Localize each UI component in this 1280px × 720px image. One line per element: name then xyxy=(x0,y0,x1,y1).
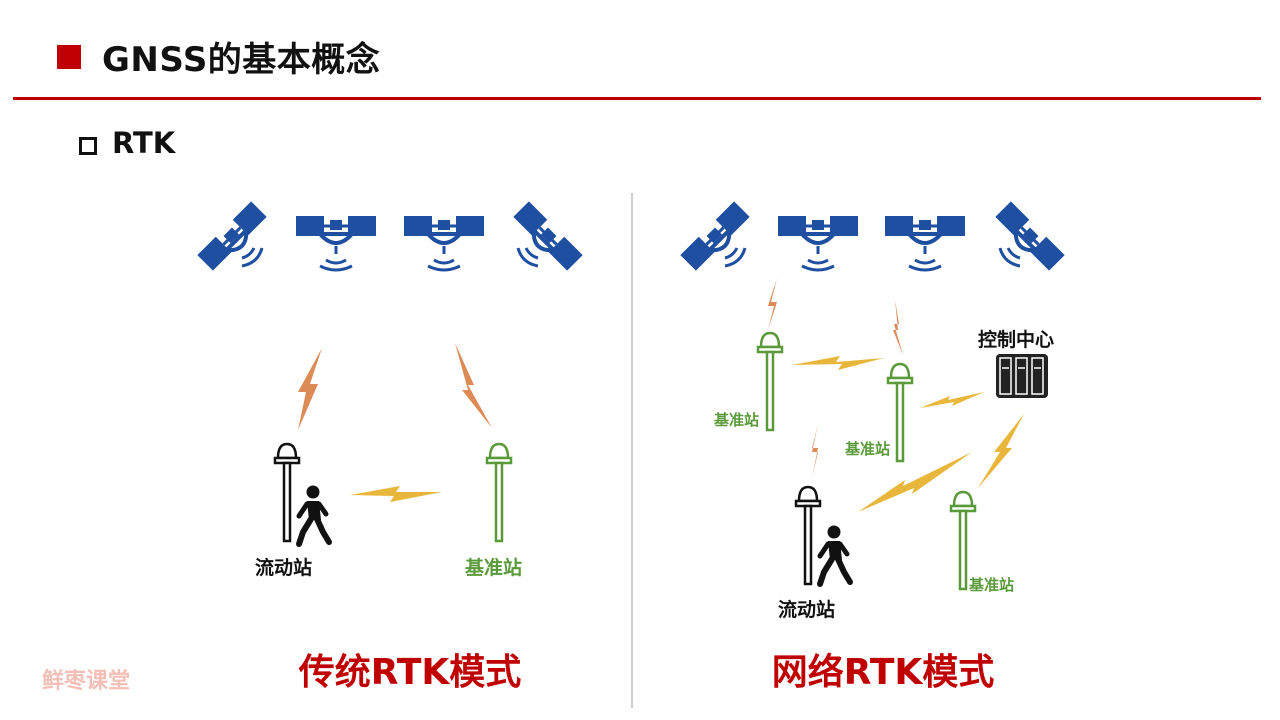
bullet-square-icon xyxy=(79,137,97,155)
walking-person-icon xyxy=(299,486,329,545)
network-rtk-title: 网络RTK模式 xyxy=(771,652,995,693)
signal-bolt-icon xyxy=(298,348,322,430)
signal-bolt-icon xyxy=(455,343,492,428)
satellite-icon xyxy=(294,214,378,272)
signal-bolt-icon xyxy=(978,414,1024,488)
section-label: RTK xyxy=(112,126,176,160)
base-station-label: 基准站 xyxy=(465,557,523,579)
signal-bolt-icon xyxy=(792,356,884,370)
page-title: GNSS的基本概念 xyxy=(102,40,381,80)
watermark: 鲜枣课堂 xyxy=(42,669,131,694)
base-station-icon xyxy=(886,362,914,463)
signal-bolt-icon xyxy=(858,452,972,512)
signal-bolt-icon xyxy=(768,278,777,330)
base-station-label: 基准站 xyxy=(969,576,1015,594)
satellite-icon xyxy=(991,199,1067,275)
base-station-label: 基准站 xyxy=(845,440,891,458)
server-rack-icon xyxy=(995,353,1049,399)
base-station-label: 基准站 xyxy=(714,411,760,429)
rover-station-icon xyxy=(273,442,301,543)
rover-station-icon xyxy=(794,485,822,586)
panel-divider xyxy=(631,193,633,708)
title-marker xyxy=(57,45,81,69)
signal-bolt-icon xyxy=(812,424,818,478)
satellite-icon xyxy=(678,199,754,275)
satellite-icon xyxy=(509,199,585,275)
satellite-icon xyxy=(776,214,860,272)
signal-bolt-icon xyxy=(350,486,442,502)
traditional-rtk-title: 传统RTK模式 xyxy=(298,652,522,693)
rover-station-label: 流动站 xyxy=(255,557,313,579)
base-station-icon xyxy=(485,442,513,543)
rover-station-label: 流动站 xyxy=(778,599,836,621)
satellite-icon xyxy=(402,214,486,272)
signal-bolt-icon xyxy=(893,300,903,355)
walking-person-icon xyxy=(820,526,850,585)
satellite-icon xyxy=(883,214,967,272)
base-station-icon xyxy=(756,331,784,432)
signal-bolt-icon xyxy=(920,392,984,408)
title-underline xyxy=(13,97,1261,100)
satellite-icon xyxy=(195,199,271,275)
control-center-label: 控制中心 xyxy=(978,329,1055,351)
